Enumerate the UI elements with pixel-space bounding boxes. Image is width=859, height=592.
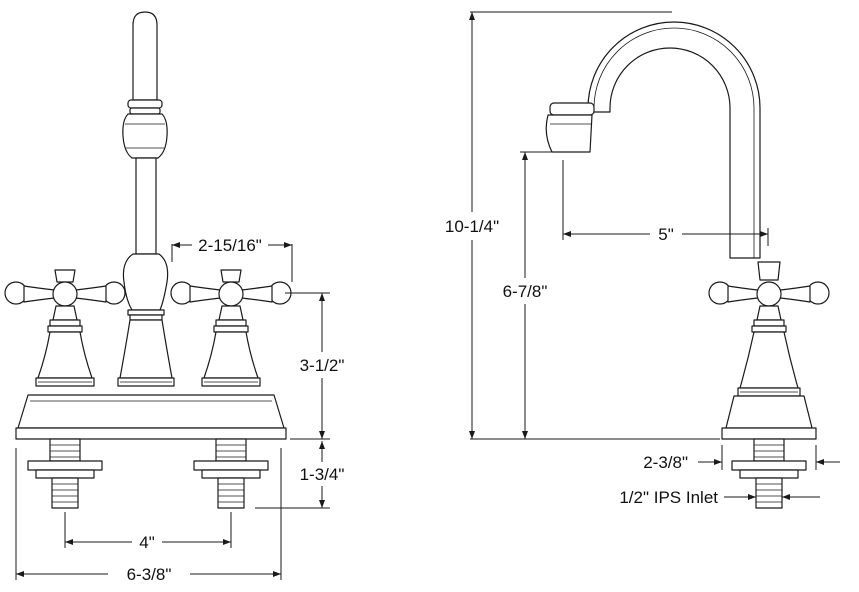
front-right-handle bbox=[170, 269, 292, 387]
dim-handle-offset: 2-15/16" bbox=[171, 236, 293, 282]
dim-spread-width-label: 6-3/8" bbox=[127, 565, 172, 584]
side-view: 10-1/4" 6-7/8" 5" 2-3/ bbox=[445, 11, 840, 509]
dim-center-spread: 4" bbox=[64, 512, 232, 552]
dim-handle-height: 3-1/2" bbox=[285, 292, 345, 440]
side-gooseneck-spout bbox=[545, 21, 761, 259]
dim-overall-height: 10-1/4" bbox=[445, 12, 499, 439]
dim-base-depth-label: 2-3/8" bbox=[643, 453, 688, 472]
dim-handle-offset-label: 2-15/16" bbox=[198, 236, 262, 255]
dim-spout-reach-label: 5" bbox=[658, 225, 674, 244]
side-handle bbox=[708, 261, 830, 440]
dim-inlet: 1/2" IPS Inlet bbox=[619, 488, 820, 507]
dim-base-depth: 2-3/8" bbox=[643, 445, 840, 472]
front-deck-plate bbox=[15, 394, 287, 440]
dim-spout-height-label: 6-7/8" bbox=[503, 282, 548, 301]
front-riser bbox=[117, 11, 175, 387]
dim-inlet-label: 1/2" IPS Inlet bbox=[619, 488, 718, 507]
dim-spread-width: 6-3/8" bbox=[15, 448, 282, 584]
front-left-handle bbox=[4, 269, 126, 387]
dim-spout-height: 6-7/8" bbox=[503, 152, 548, 439]
dim-shank-length-label: 1-3/4" bbox=[300, 465, 345, 484]
dim-handle-height-label: 3-1/2" bbox=[300, 356, 345, 375]
front-right-shank bbox=[193, 438, 269, 509]
dim-shank-length: 1-3/4" bbox=[255, 441, 345, 509]
side-shank bbox=[731, 438, 807, 509]
dim-center-spread-label: 4" bbox=[139, 533, 155, 552]
front-view: 2-15/16" 3-1/2" 1-3/4" bbox=[4, 11, 345, 584]
dim-spout-reach: 5" bbox=[562, 160, 769, 246]
dim-overall-height-label: 10-1/4" bbox=[445, 217, 499, 236]
front-left-shank bbox=[27, 438, 103, 509]
